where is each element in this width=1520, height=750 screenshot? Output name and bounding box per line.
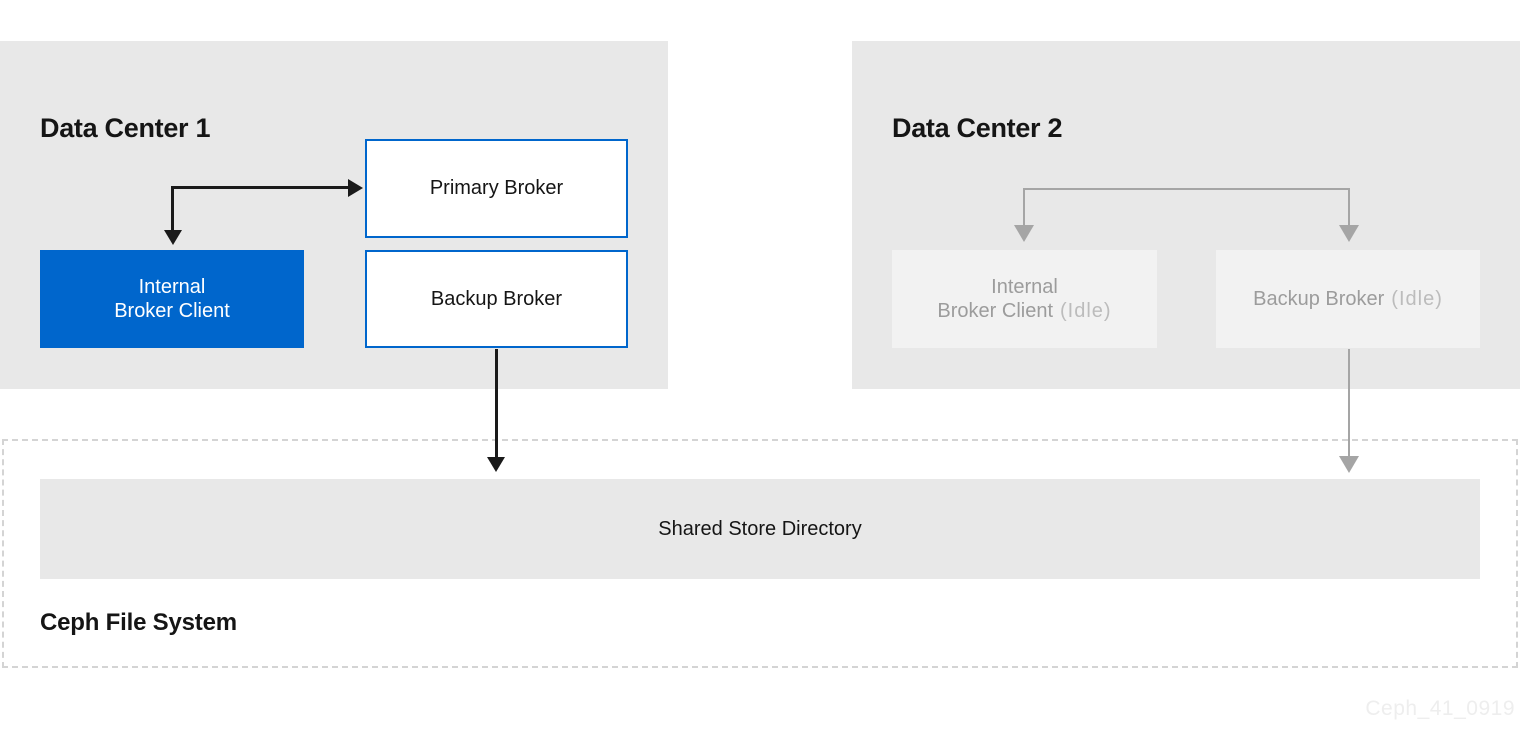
- arrow-segment: [1348, 188, 1350, 226]
- arrowhead-down-icon: [487, 457, 505, 472]
- arrow-segment: [171, 186, 349, 189]
- arrowhead-down-icon: [1014, 225, 1034, 242]
- arrowhead-right-icon: [348, 179, 363, 197]
- shared-store-directory-box: Shared Store Directory: [40, 479, 1480, 579]
- arrow-segment: [1348, 349, 1350, 458]
- arrow-segment: [1023, 188, 1350, 190]
- arrowhead-down-icon: [1339, 225, 1359, 242]
- primary-broker-box: Primary Broker: [365, 139, 628, 238]
- arrow-segment: [1023, 188, 1025, 226]
- idle-suffix: (Idle): [1060, 300, 1112, 322]
- arrowhead-down-icon: [1339, 456, 1359, 473]
- shared-store-directory-label: Shared Store Directory: [658, 517, 862, 540]
- arrowhead-down-icon: [164, 230, 182, 245]
- dc1-title: Data Center 1: [40, 113, 211, 143]
- backup-broker-idle-box: Backup Broker(Idle): [1216, 250, 1480, 348]
- backup-broker-idle-label: Backup Broker(Idle): [1253, 287, 1443, 310]
- idle-suffix: (Idle): [1391, 287, 1443, 310]
- backup-broker-box: Backup Broker: [365, 250, 628, 348]
- primary-broker-label: Primary Broker: [429, 177, 564, 200]
- internal-broker-client-box: Internal Broker Client: [40, 250, 304, 348]
- internal-broker-client-idle-box: Internal Broker Client(Idle): [892, 250, 1157, 348]
- figure-watermark: Ceph_41_0919: [1365, 697, 1515, 720]
- arrow-segment: [495, 349, 498, 459]
- internal-broker-client-label: Internal Broker Client: [114, 275, 230, 322]
- ceph-file-system-label: Ceph File System: [40, 609, 237, 636]
- arrow-segment: [171, 186, 174, 232]
- backup-broker-label: Backup Broker: [430, 287, 563, 310]
- dc2-title: Data Center 2: [892, 113, 1063, 143]
- internal-broker-client-idle-label: Internal Broker Client(Idle): [937, 275, 1112, 322]
